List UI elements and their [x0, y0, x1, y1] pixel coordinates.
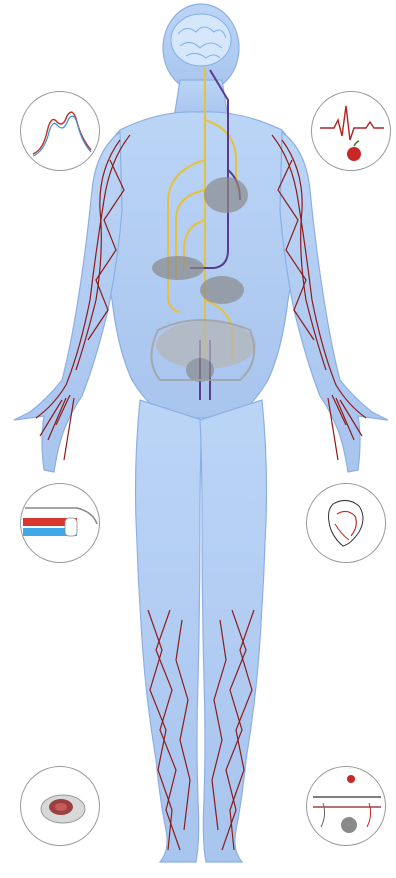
- skin-lesion-icon: [21, 767, 100, 846]
- vessel-inset: [20, 483, 100, 563]
- left-arm: [14, 132, 122, 472]
- left-leg: [136, 400, 203, 862]
- brain: [171, 14, 231, 66]
- nerve-inset: [306, 766, 386, 846]
- vessel-cross-section-icon: [21, 484, 100, 563]
- heart-sketch-icon: [307, 484, 386, 563]
- heartbeat-inset: [311, 91, 391, 171]
- waveform-curve-icon: [21, 92, 100, 171]
- nerve-fiber-icon: [307, 767, 386, 846]
- right-leg: [200, 400, 267, 862]
- heartbeat-apple-icon: [312, 92, 391, 171]
- waveform-inset: [20, 91, 100, 171]
- skin-inset: [20, 766, 100, 846]
- heart-inset: [306, 483, 386, 563]
- right-arm: [280, 132, 388, 472]
